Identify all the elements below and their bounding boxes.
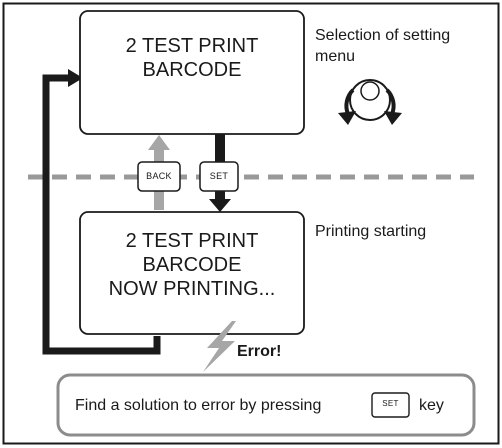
back-key[interactable] (137, 161, 181, 192)
dial-icon (338, 79, 402, 125)
hint-box (56, 373, 476, 437)
hint-text-after: key (419, 397, 444, 414)
menu-selection-label-line1: Selection of setting (315, 27, 451, 44)
printing-screen-line1: 2 TEST PRINT (125, 230, 259, 252)
printing-screen-line3: NOW PRINTING... (108, 278, 276, 300)
printing-screen-line2: BARCODE (142, 254, 242, 276)
error-label: Error! (237, 343, 282, 360)
set-key-label: SET (209, 171, 229, 181)
menu-screen-line2: BARCODE (142, 59, 242, 81)
menu-selection-label-line2: menu (315, 48, 356, 65)
printing-screen-text: 2 TEST PRINT BARCODE NOW PRINTING... (80, 229, 304, 301)
loop-back-arrowhead (68, 69, 83, 87)
set-key[interactable] (199, 161, 239, 192)
menu-screen-line1: 2 TEST PRINT (125, 35, 259, 57)
back-key-label: BACK (146, 171, 172, 181)
hint-set-key-label: SET (382, 399, 399, 408)
hint-text-before: Find a solution to error by pressing (75, 397, 322, 414)
lightning-icon (203, 321, 236, 372)
menu-selection-label: Selection of setting menu (315, 25, 450, 67)
menu-screen (79, 10, 305, 135)
menu-screen-text: 2 TEST PRINT BARCODE (80, 34, 304, 82)
set-arrowhead (209, 199, 231, 212)
loop-back-arrow (42, 74, 161, 355)
printing-starting-label: Printing starting (315, 223, 427, 240)
hint-set-key (371, 392, 410, 418)
back-arrowhead (148, 135, 170, 150)
printing-screen (79, 211, 305, 335)
